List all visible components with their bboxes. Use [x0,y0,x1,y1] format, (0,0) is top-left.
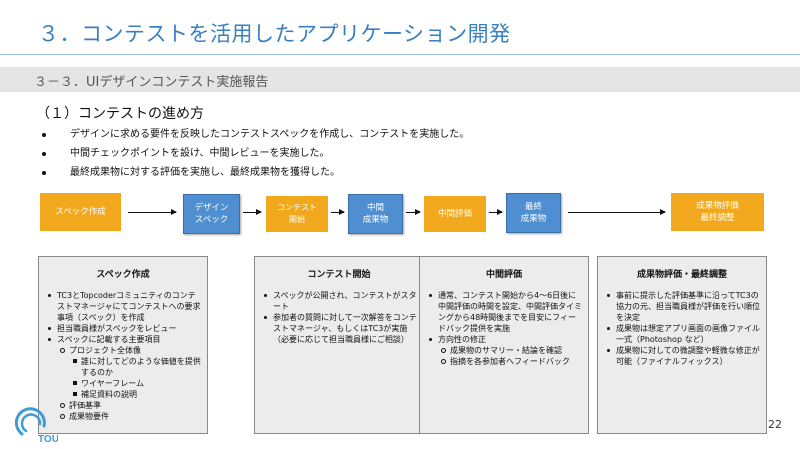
card-list: TC3とTopcoderコミュニティのコンテストマネージャにてコンテストへの要求… [45,290,201,422]
flow-arrow [128,209,177,215]
card-list: 事前に提示した評価基準に沿ってTC3の協力の元、担当職員様が評価を行い順位を決定… [604,290,760,367]
company-logo: TOU [14,407,58,444]
flow-step-design-spec: デザイン スペック [183,194,240,234]
card-spec: スペック作成 TC3とTopcoderコミュニティのコンテストマネージャにてコン… [38,256,208,434]
card-title: 成果物評価・最終調整 [636,270,727,280]
flow-step-label: 成果物 [520,214,547,224]
card-item: 方向性の修正 [426,334,582,345]
flow-step-label: 最終 [524,202,542,212]
card-item: 成果物は想定アプリ画面の画像ファイル一式（Photoshop など） [604,323,760,345]
card-title: コンテスト開始 [307,270,371,280]
flow-arrow [489,209,503,215]
flow-step-label: スペック [194,215,229,225]
card-subitem: 指摘を各参加者へフィードバック [426,356,582,367]
flow-step-label: デザイン [194,203,229,213]
flow-arrow [568,209,666,215]
card-subitem: 成果物要件 [45,411,201,422]
flow-step-label: 成果物評価 [696,201,739,211]
title-divider [0,54,800,55]
card-subsubitem: 補足資料の説明 [45,389,201,400]
intro-bullet: 中間チェックポイントを設け、中間レビューを実施した。 [36,144,469,163]
flow-step-spec: スペック作成 [40,193,121,231]
flow-arrow [331,209,345,215]
flow-step-label: 成果物 [362,215,389,225]
card-title: 中間評価 [485,270,522,280]
flow-step-label: スペック作成 [55,207,106,217]
flow-step-label: コンテスト [277,203,317,212]
card-subitem: 成果物のサマリー・結論を確認 [426,345,582,356]
flow-step-contest-start: コンテスト 開始 [266,196,328,232]
card-subitem: プロジェクト全体像 [45,345,201,356]
flow-step-final-eval: 成果物評価 最終調整 [671,193,764,231]
flow-step-label: 開始 [289,215,305,224]
subtitle-band: ３－３．UIデザインコンテスト実施報告 [0,67,800,92]
flow-step-final-output: 最終 成果物 [506,193,561,233]
flow-step-interim-output: 中間 成果物 [348,194,403,234]
card-final-eval: 成果物評価・最終調整 事前に提示した評価基準に沿ってTC3の協力の元、担当職員様… [597,256,767,434]
logo-text: TOU [38,434,58,444]
card-subitem: 評価基準 [45,400,201,411]
intro-bullet-list: デザインに求める要件を反映したコンテストスペックを作成し、コンテストを実施した。… [36,125,469,182]
card-item: スペックに記載する主要項目 [45,334,201,345]
card-item: スペックが公開され、コンテストがスタート [261,290,417,312]
card-item: 参加者の質問に対して一次解答をコンテストマネージャ、もしくはTC3が実施（必要に… [261,312,417,345]
card-subsubitem: ワイヤーフレーム [45,378,201,389]
card-title: スペック作成 [96,270,150,280]
card-item: TC3とTopcoderコミュニティのコンテストマネージャにてコンテストへの要求… [45,290,201,323]
card-list: スペックが公開され、コンテストがスタート 参加者の質問に対して一次解答をコンテス… [261,290,417,345]
slide-subtitle: ３－３．UIデザインコンテスト実施報告 [34,75,269,90]
card-item: 通常、コンテスト開始から4～6日後に中間評価の時間を設定、中間評価タイミングから… [426,290,582,334]
flow-step-label: 中間 [366,203,384,213]
card-contest-start: コンテスト開始 スペックが公開され、コンテストがスタート 参加者の質問に対して一… [254,256,424,434]
flow-arrow [406,209,421,215]
flow-arrow [243,209,262,215]
card-list: 通常、コンテスト開始から4～6日後に中間評価の時間を設定、中間評価タイミングから… [426,290,582,367]
flow-step-label: 中間評価 [437,209,472,219]
flow-step-interim-eval: 中間評価 [424,196,486,232]
slide-title: ３．コンテストを活用したアプリケーション開発 [38,22,511,46]
card-item: 担当職員様がスペックをレビュー [45,323,201,334]
card-item: 事前に提示した評価基準に沿ってTC3の協力の元、担当職員様が評価を行い順位を決定 [604,290,760,323]
page-number: 22 [768,418,782,431]
card-subsubitem: 誰に対してどのような価値を提供するのか [45,356,201,378]
flow-step-label: 最終調整 [700,213,735,223]
card-interim-eval: 中間評価 通常、コンテスト開始から4～6日後に中間評価の時間を設定、中間評価タイ… [419,256,589,434]
intro-bullet: 最終成果物に対する評価を実施し、最終成果物を獲得した。 [36,163,469,182]
section-heading: （１）コンテストの進め方 [36,106,204,122]
card-item: 成果物に対しての微調整や軽微な修正が可能（ファイナルフィックス） [604,345,760,367]
intro-bullet: デザインに求める要件を反映したコンテストスペックを作成し、コンテストを実施した。 [36,125,469,144]
